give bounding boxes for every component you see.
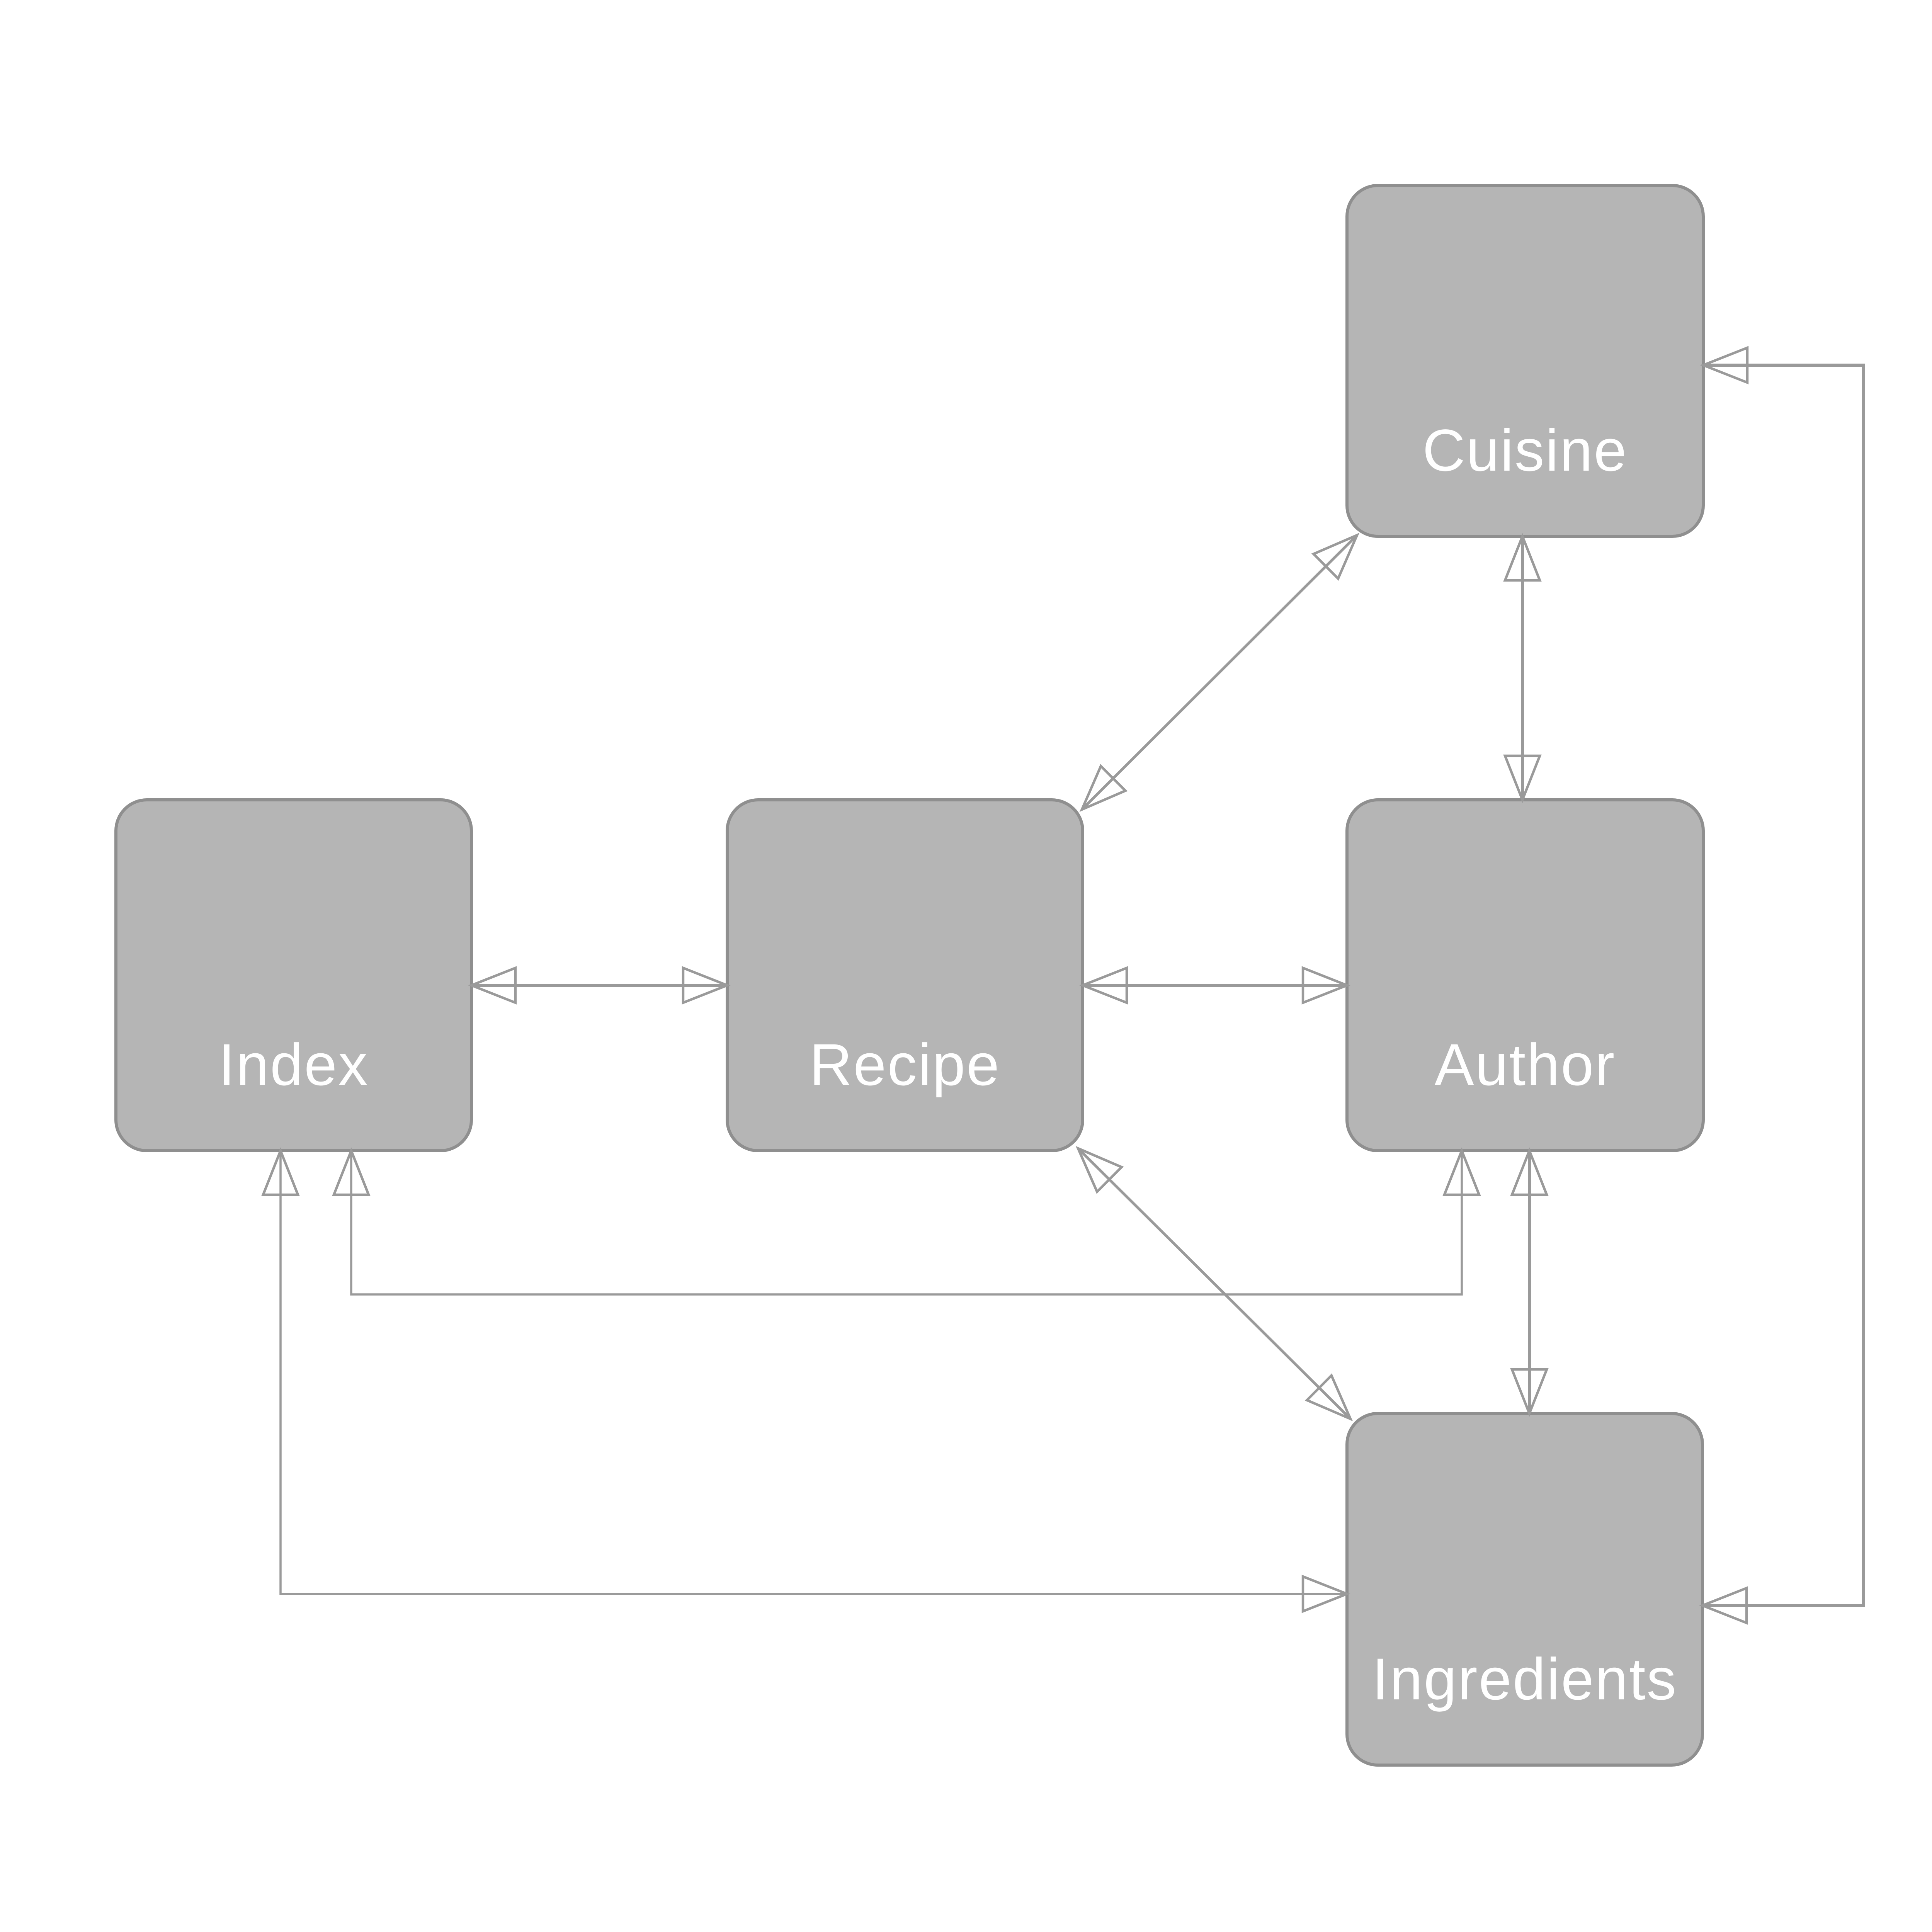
- edge-recipe-ingredients: [1075, 1146, 1353, 1422]
- edge-index-author: [332, 1147, 1481, 1296]
- node-cuisine[interactable]: [1345, 184, 1705, 538]
- node-ingredients-label: Ingredients: [1372, 1646, 1677, 1712]
- edge-recipe-cuisine: [1079, 532, 1360, 812]
- node-author-label: Author: [1435, 1032, 1616, 1098]
- node-index[interactable]: [114, 798, 473, 1152]
- edge-cuisine-ingredients: [1699, 346, 1865, 1625]
- node-recipe[interactable]: [726, 798, 1084, 1152]
- node-index-label: Index: [218, 1032, 369, 1098]
- labels-layer: Cuisine Index Recipe Author Ingredients: [218, 417, 1677, 1712]
- node-author[interactable]: [1345, 798, 1705, 1152]
- nodes-layer: [114, 184, 1705, 1767]
- node-recipe-label: Recipe: [810, 1032, 1000, 1098]
- node-ingredients[interactable]: [1345, 1412, 1704, 1767]
- node-cuisine-label: Cuisine: [1422, 417, 1628, 483]
- edge-index-ingredients: [261, 1147, 1350, 1613]
- edges-layer: [261, 346, 1865, 1625]
